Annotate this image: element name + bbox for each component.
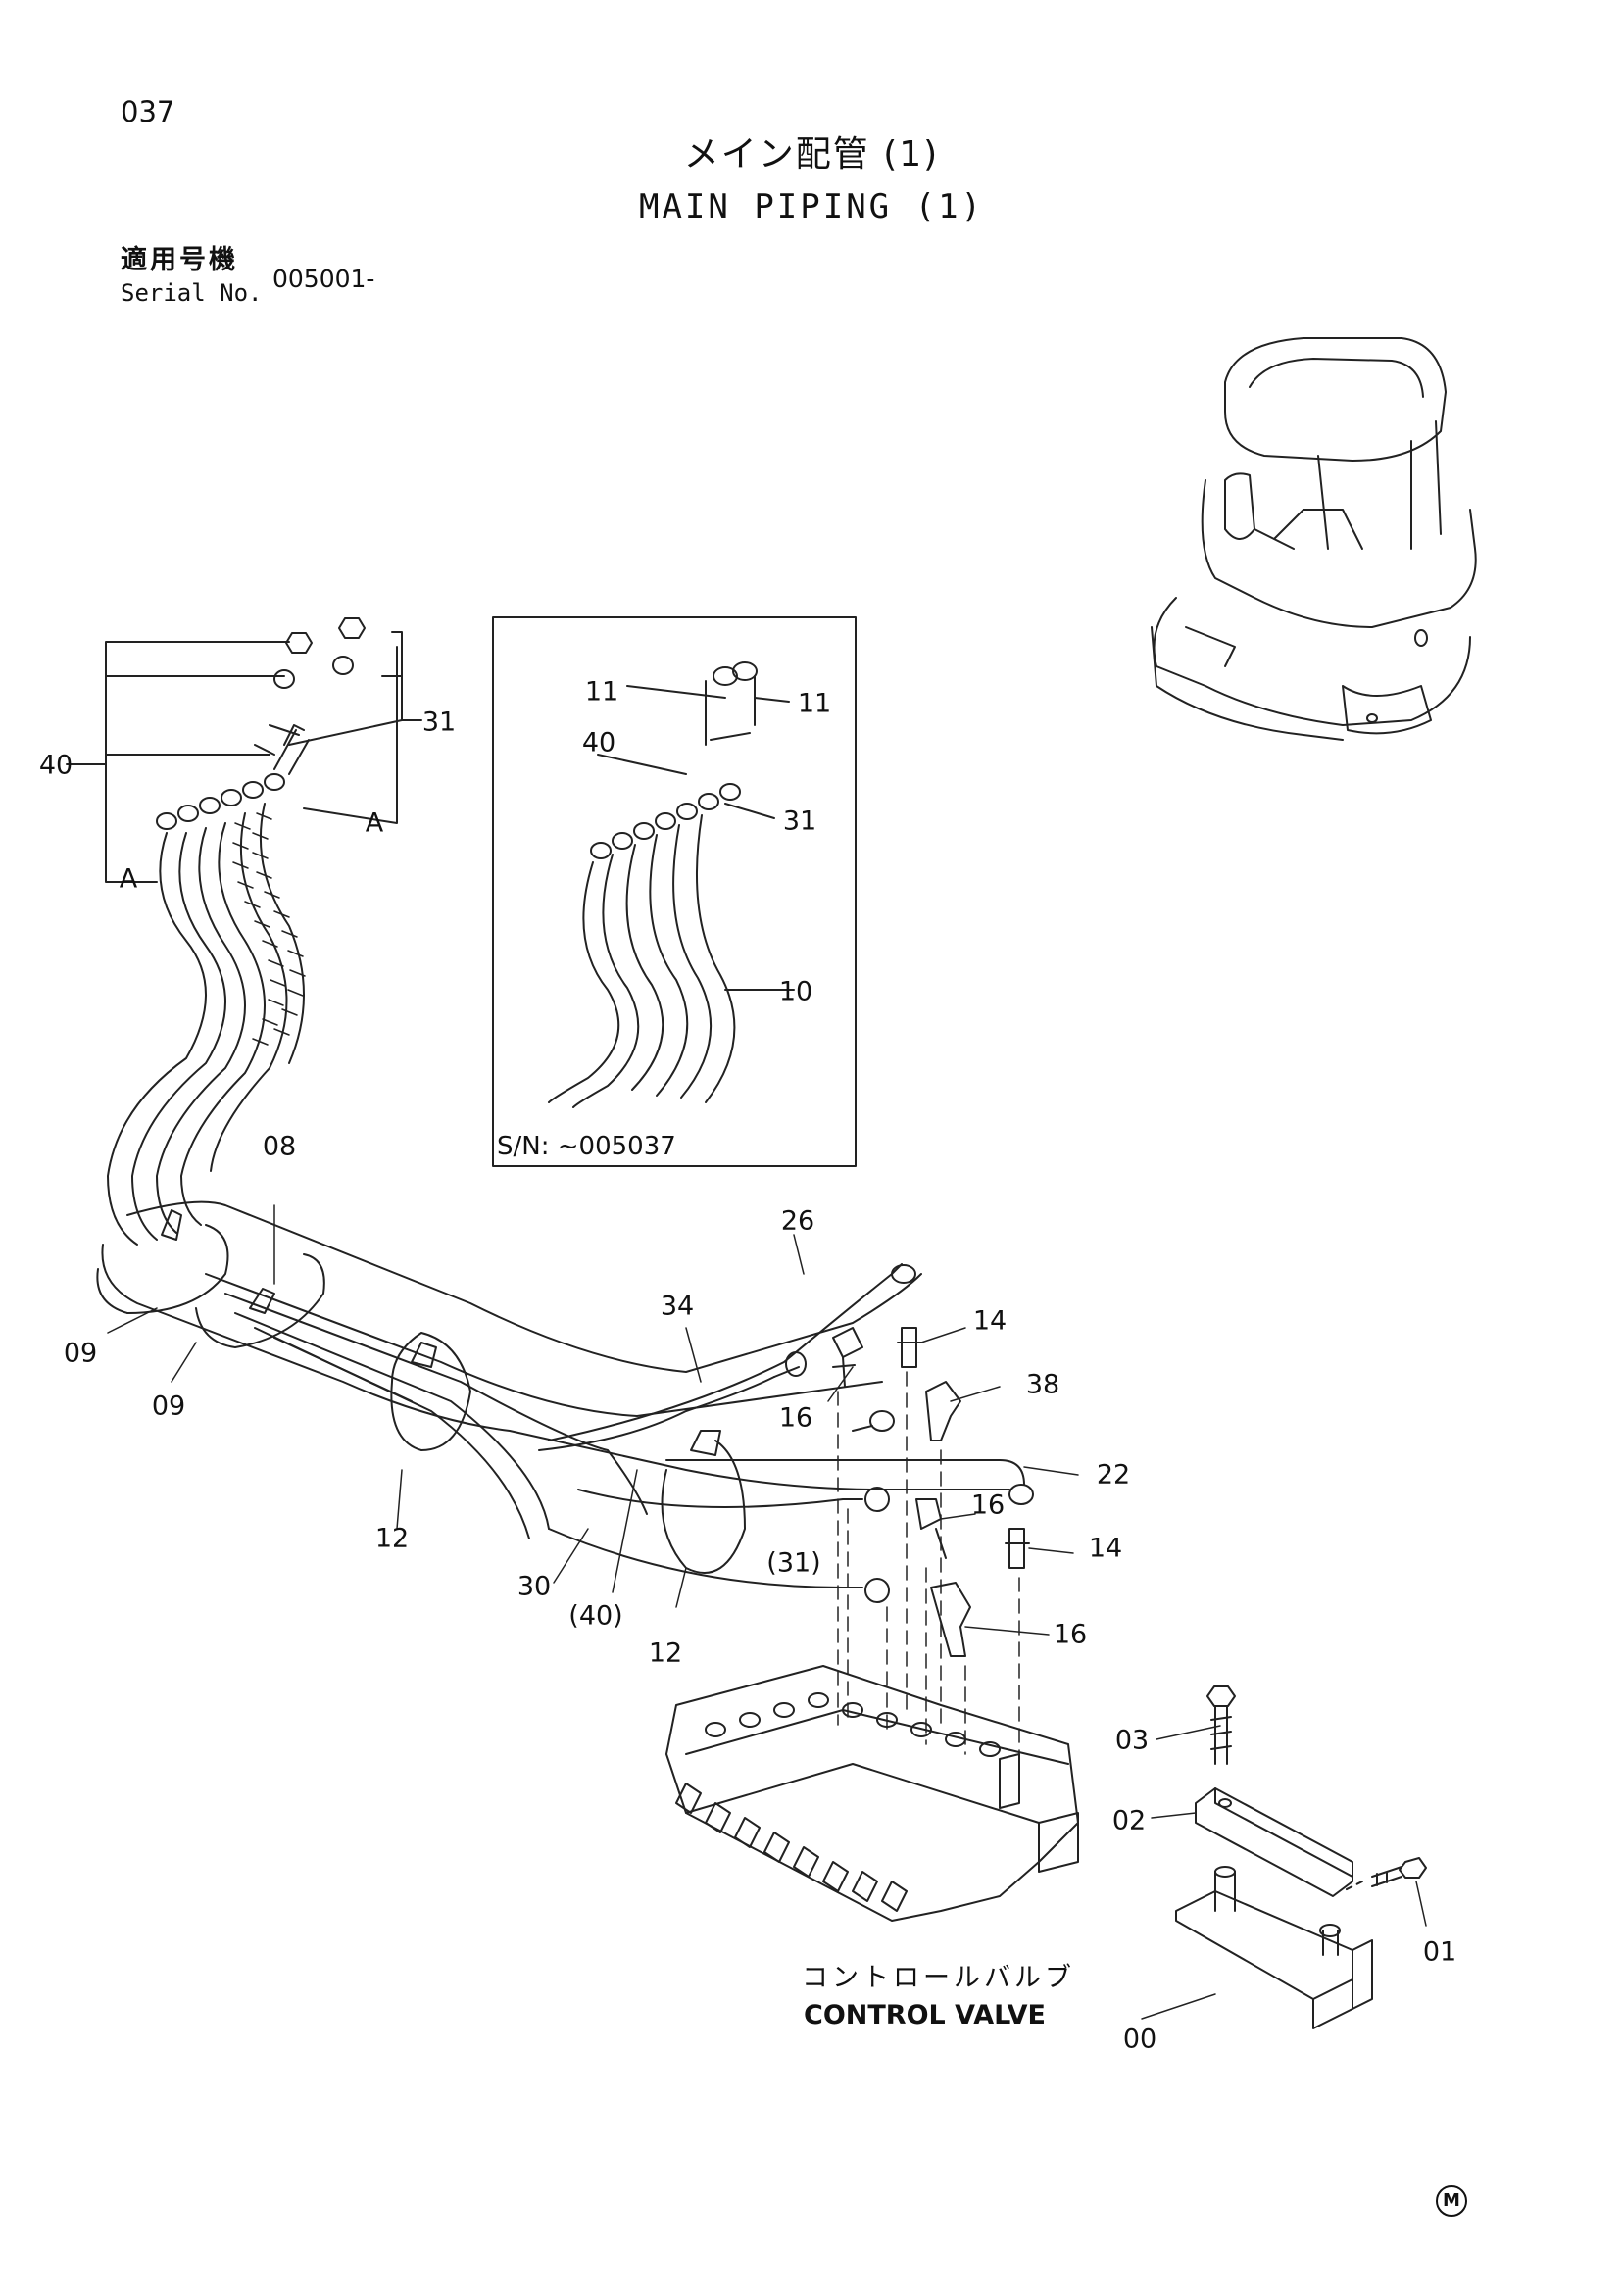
control-valve-illustration bbox=[665, 1665, 1079, 1922]
callout-38: 38 bbox=[1025, 1369, 1060, 1400]
callout-16-upper: 16 bbox=[778, 1402, 813, 1434]
callout-a-left: A bbox=[119, 863, 138, 895]
callout-26: 26 bbox=[780, 1205, 815, 1237]
callout-40-paren: (40) bbox=[568, 1600, 623, 1632]
serial-number-value: 005001- bbox=[272, 265, 375, 293]
callout-09-lower: 09 bbox=[151, 1391, 186, 1422]
callout-08: 08 bbox=[262, 1131, 297, 1162]
guide-lines bbox=[837, 1371, 1020, 1765]
callout-22: 22 bbox=[1096, 1459, 1131, 1490]
page-number: 037 bbox=[121, 95, 175, 128]
serial-label-japanese: 適用号機 bbox=[121, 245, 238, 275]
inset-callout-11-right: 11 bbox=[797, 688, 832, 719]
main-hose-run bbox=[96, 1200, 1034, 1603]
leader-lines bbox=[107, 1204, 1427, 2020]
bracket-assembly bbox=[1175, 1685, 1427, 2029]
callout-14-upper: 14 bbox=[972, 1305, 1008, 1337]
page-title-english: MAIN PIPING (1) bbox=[638, 187, 985, 226]
inset-callout-40: 40 bbox=[581, 727, 616, 758]
callout-31-paren: (31) bbox=[766, 1547, 821, 1579]
fittings bbox=[832, 1327, 1030, 1657]
inset-serial-note: S/N: ~005037 bbox=[497, 1132, 676, 1161]
callout-03: 03 bbox=[1114, 1725, 1150, 1756]
callout-34: 34 bbox=[660, 1291, 695, 1322]
circled-m-mark: M bbox=[1436, 2185, 1467, 2217]
callout-01: 01 bbox=[1422, 1936, 1457, 1968]
page-title-japanese: メイン配管 (1) bbox=[683, 134, 940, 174]
serial-label-english: Serial No. bbox=[121, 279, 263, 307]
callout-40: 40 bbox=[38, 750, 74, 781]
callout-16-lower: 16 bbox=[1053, 1619, 1088, 1650]
callout-14-lower: 14 bbox=[1088, 1533, 1123, 1564]
hose-fittings-top-left bbox=[66, 617, 422, 1246]
callout-12-right: 12 bbox=[648, 1637, 683, 1669]
callout-09-upper: 09 bbox=[63, 1338, 98, 1369]
inset-box bbox=[492, 616, 857, 1167]
callout-12-left: 12 bbox=[374, 1523, 410, 1554]
callout-02: 02 bbox=[1111, 1805, 1147, 1836]
callout-00: 00 bbox=[1122, 2024, 1157, 2055]
callout-16-middle: 16 bbox=[970, 1490, 1006, 1521]
control-valve-label-english: CONTROL VALVE bbox=[804, 2000, 1046, 2030]
callout-31: 31 bbox=[421, 707, 457, 738]
excavator-cab-illustration bbox=[1151, 337, 1477, 741]
control-valve-label-japanese: コントロールバルブ bbox=[802, 1963, 1075, 1993]
inset-callout-31: 31 bbox=[782, 806, 817, 837]
callout-a-right: A bbox=[365, 807, 384, 839]
callout-30: 30 bbox=[516, 1571, 552, 1602]
inset-callout-11-left: 11 bbox=[584, 676, 619, 708]
inset-callout-10: 10 bbox=[778, 976, 813, 1007]
